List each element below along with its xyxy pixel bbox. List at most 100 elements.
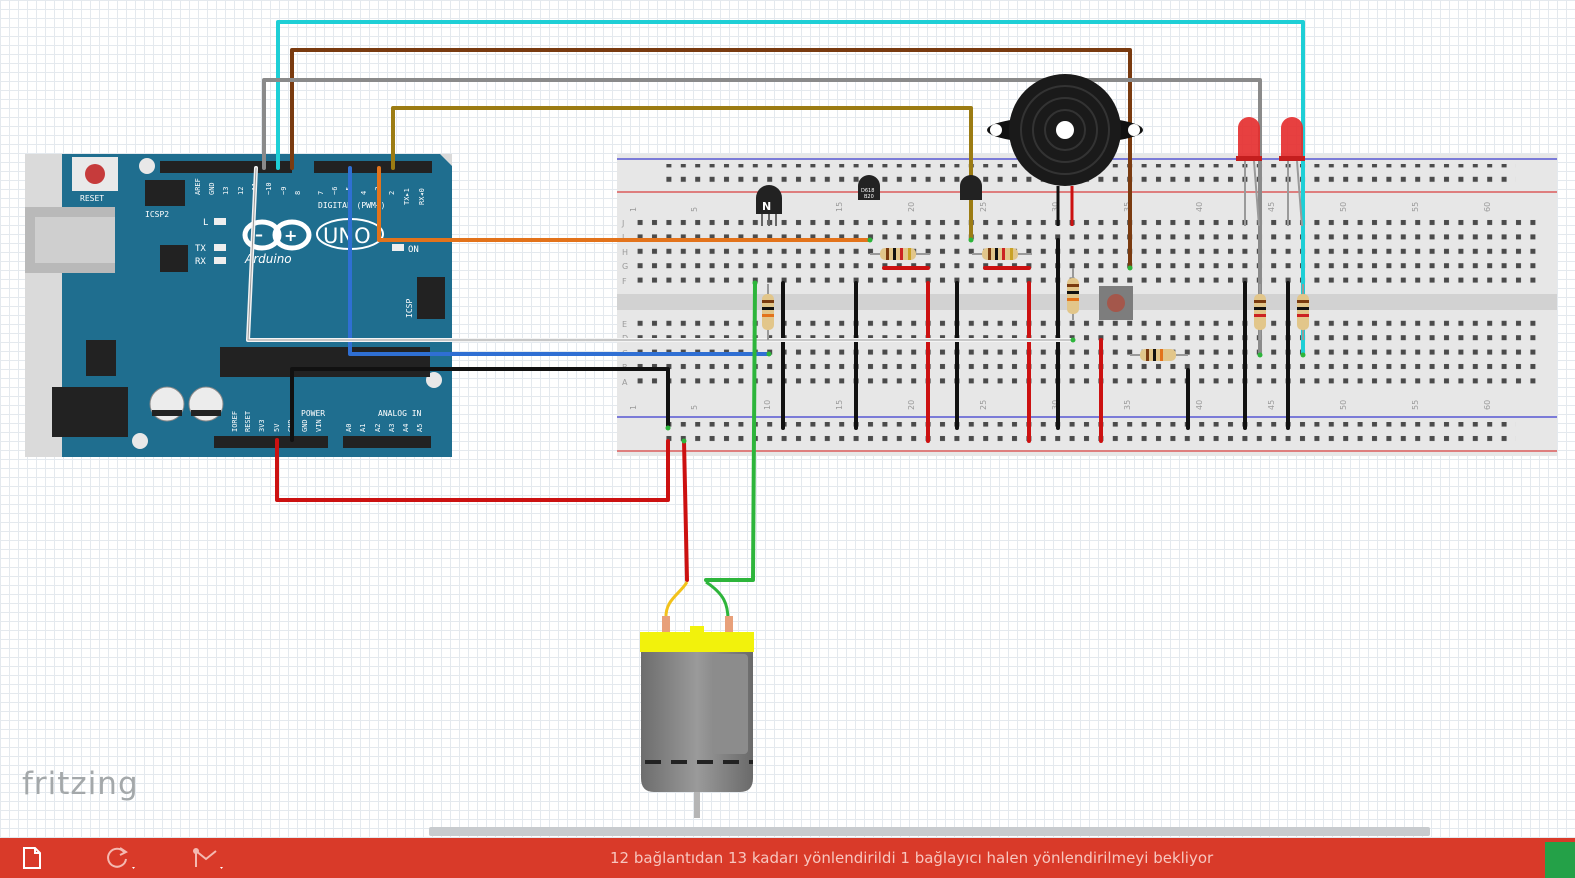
column-number: 1: [629, 207, 638, 212]
wire-olive[interactable]: [391, 106, 973, 242]
share-corner-button[interactable]: [1545, 842, 1575, 878]
pin-label: A4: [402, 424, 410, 432]
resistor[interactable]: [762, 284, 774, 340]
transistor-code: D618: [861, 188, 874, 194]
column-number: 30: [1051, 202, 1060, 212]
pin-label: TX▸1: [403, 188, 411, 205]
pin-label: A5: [416, 424, 424, 432]
column-number: 25: [979, 202, 988, 212]
resistor[interactable]: [1254, 284, 1266, 340]
red-led[interactable]: [1279, 117, 1305, 227]
bottom-power-rail[interactable]: [664, 422, 1516, 446]
column-number: 30: [1051, 400, 1060, 410]
pin-label: ~10: [265, 182, 273, 195]
pin-label: A1: [359, 424, 367, 432]
wire-blue[interactable]: [348, 166, 771, 356]
connection-dots: [665, 237, 1306, 444]
reset-label: RESET: [80, 194, 104, 203]
arduino-uno-board[interactable]: RESET ICSP2 AREF GND 13 12 ~11 ~10 ~9 8 …: [25, 154, 452, 457]
column-number: 10: [763, 400, 772, 410]
export-button[interactable]: [188, 842, 228, 874]
header-digital-high[interactable]: [160, 161, 292, 173]
row-letter: F: [622, 277, 627, 286]
new-sketch-button[interactable]: [12, 842, 52, 874]
pin-label: RESET: [244, 410, 252, 432]
pin-label: 2: [388, 191, 396, 195]
autoroute-button[interactable]: [100, 842, 140, 874]
led-rx-label: RX: [195, 257, 206, 267]
resistor[interactable]: [1297, 284, 1309, 340]
icsp-label: ICSP: [405, 299, 414, 318]
autoroute-icon: [107, 847, 135, 869]
column-number: 1: [629, 405, 638, 410]
status-bar: 12 bağlantıdan 13 kadarı yönlendirildi 1…: [0, 838, 1575, 878]
npn-transistor[interactable]: N: [756, 185, 782, 226]
sketch-canvas[interactable]: 1 5 10 15 20 25 30 35 40 45 50 55 60 1 5…: [0, 0, 1575, 838]
icsp2-label: ICSP2: [145, 210, 169, 219]
row-letter: E: [622, 320, 627, 329]
header-power[interactable]: [214, 436, 328, 448]
dc-jack: [52, 387, 128, 437]
signal-wires: [246, 20, 1305, 582]
resistor[interactable]: [870, 248, 930, 260]
wire-brown[interactable]: [290, 48, 1132, 270]
transistor-bc[interactable]: D618 B20: [858, 175, 880, 200]
column-number: 20: [907, 400, 916, 410]
row-letter: J: [621, 219, 624, 228]
wire-black-gnd[interactable]: [290, 367, 670, 442]
terminal-strip-top[interactable]: [632, 218, 1544, 288]
resistor[interactable]: [1067, 268, 1079, 320]
column-number: 55: [1411, 202, 1420, 212]
pin-label: A0: [345, 424, 353, 432]
led-on-label: ON: [408, 245, 419, 255]
row-letter: H: [622, 248, 628, 257]
new-sketch-icon: [23, 847, 41, 869]
column-number: 5: [690, 207, 699, 212]
column-number: 60: [1483, 400, 1492, 410]
logo-plus: +: [284, 226, 297, 245]
pin-label: GND: [208, 182, 216, 195]
resistor[interactable]: [1130, 349, 1188, 361]
column-number: 50: [1339, 400, 1348, 410]
model-label: UNO: [323, 224, 371, 248]
header-digital-low[interactable]: [314, 161, 432, 173]
push-button[interactable]: [1099, 286, 1133, 320]
led-l-label: L: [203, 218, 208, 228]
column-number: 60: [1483, 202, 1492, 212]
horizontal-scrollbar[interactable]: [429, 827, 1430, 836]
pin-label: 7: [317, 191, 325, 195]
piezo-buzzer[interactable]: [987, 74, 1143, 226]
column-number: 35: [1123, 202, 1132, 212]
wire-gray[interactable]: [262, 78, 1262, 357]
pin-label: A3: [388, 424, 396, 432]
arduino-logo: [242, 219, 312, 251]
led-tx-label: TX: [195, 244, 206, 254]
pin-label: 5V: [273, 423, 281, 432]
header-analog[interactable]: [343, 436, 431, 448]
breadboard-jumpers[interactable]: [781, 238, 1290, 443]
transistor-label: N: [762, 200, 771, 213]
wire-cyan[interactable]: [276, 20, 1305, 357]
column-number: 15: [835, 400, 844, 410]
wire-red-motor[interactable]: [682, 439, 689, 582]
pin-label: ~6: [331, 187, 339, 195]
logo-minus: –: [255, 225, 263, 244]
pin-label: ~9: [280, 187, 288, 195]
column-number: 20: [907, 202, 916, 212]
wire-red-5v[interactable]: [275, 438, 670, 502]
usb-chip: [160, 245, 188, 272]
atmega-chip: [220, 347, 430, 377]
wire-green-motor[interactable]: [704, 281, 757, 582]
wire-orange[interactable]: [377, 166, 872, 242]
row-letter: I: [622, 233, 624, 242]
pin-label: 8: [294, 191, 302, 195]
column-number: 50: [1339, 202, 1348, 212]
red-led[interactable]: [1236, 117, 1262, 227]
dc-motor[interactable]: [640, 580, 754, 818]
transistor-bc[interactable]: [960, 175, 982, 200]
pin-label: 13: [222, 187, 230, 195]
brand-label: Arduino: [244, 252, 292, 266]
pin-label: VIN: [315, 419, 323, 432]
resistor[interactable]: [972, 248, 1032, 260]
column-number: 55: [1411, 400, 1420, 410]
